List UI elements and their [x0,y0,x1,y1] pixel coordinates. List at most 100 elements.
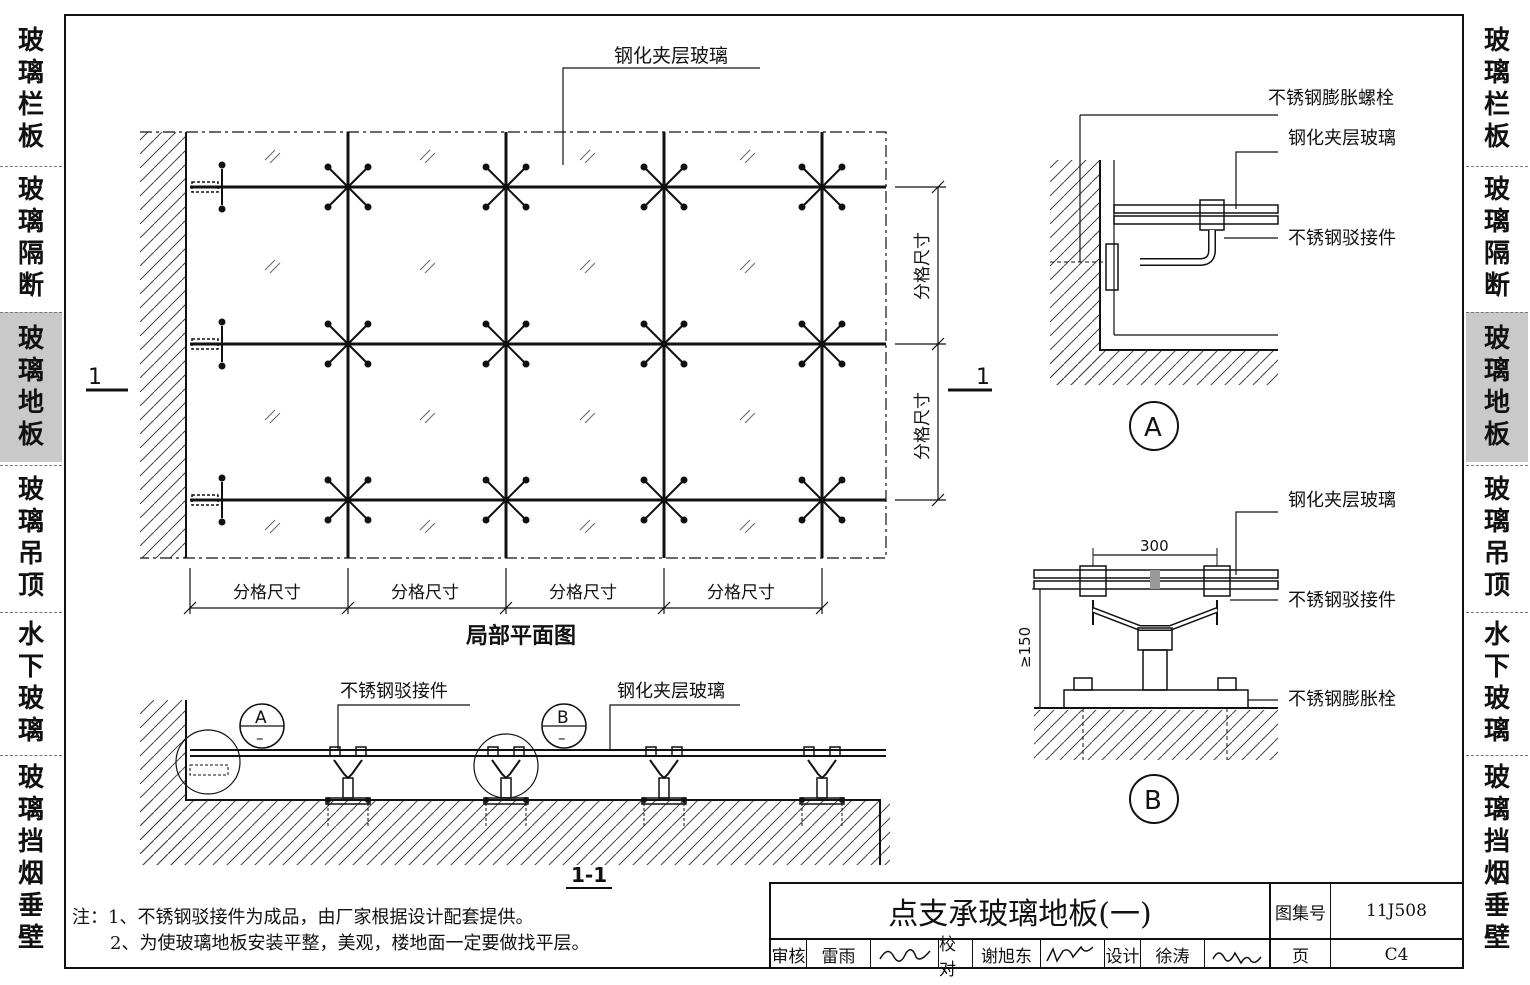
right-tab-1[interactable]: 玻璃隔断 [1466,166,1528,310]
tab-char: 玻 [1483,683,1510,714]
tab-char: 断 [1483,271,1510,301]
design-label: 设计 [1105,940,1141,969]
detail-a-glass-label: 钢化夹层玻璃 [1288,128,1396,149]
right-tab-2[interactable]: 玻璃地板 [1466,312,1528,462]
tab-char: 璃 [17,794,44,825]
page-number: C4 [1384,944,1409,965]
designer-signature [1205,940,1271,969]
left-tab-0[interactable]: 玻璃栏板 [0,14,62,164]
left-tab-3[interactable]: 玻璃吊顶 [0,465,62,610]
tab-char: 壁 [17,922,44,953]
plan-wall-hatch [140,132,186,558]
tab-separator [1466,755,1528,756]
left-tab-5[interactable]: 玻璃挡烟垂壁 [0,755,62,960]
reviewer-signature [871,940,939,969]
tab-char: 璃 [1483,506,1510,537]
tab-char: 玻 [1483,474,1510,505]
tab-separator [0,465,62,466]
drawing-frame [64,14,1464,969]
tab-char: 栏 [17,90,44,120]
tab-char: 玻 [17,324,44,354]
tab-char: 壁 [1483,922,1510,953]
section-fitting-label: 不锈钢驳接件 [340,681,448,702]
plan-dim-h4: 分格尺寸 [707,583,775,603]
title-block: 点支承玻璃地板(一) 图集号 11J508 审核 雷雨 校对 谢旭东 设计 徐涛… [769,882,1464,980]
plan-dim-v1: 分格尺寸 [913,232,933,300]
tab-char: 隔 [1483,239,1510,269]
tab-separator [1466,166,1528,167]
left-tab-4[interactable]: 水下玻璃 [0,612,62,753]
tab-char: 璃 [1483,207,1510,237]
reviewer-name: 雷雨 [807,940,871,969]
section-detail-a-label: A [255,708,267,728]
atlas-number: 11J508 [1331,884,1462,940]
tab-char: 下 [17,651,44,682]
check-label: 校对 [939,935,973,980]
section-mark-left: 1 [88,365,102,390]
tab-char: 下 [1483,651,1510,682]
tab-separator [0,612,62,613]
tab-char: 吊 [17,538,44,569]
tab-char: 板 [1483,420,1510,450]
tab-separator [1466,612,1528,613]
tab-separator [1466,312,1528,313]
notes: 注：1、不锈钢驳接件为成品，由厂家根据设计配套提供。 2、为使玻璃地板安装平整，… [72,905,589,957]
tab-char: 璃 [17,506,44,537]
tab-char: 玻 [17,762,44,793]
right-tab-3[interactable]: 玻璃吊顶 [1466,465,1528,610]
detail-b-dim-300: 300 [1140,537,1169,555]
left-tab-1[interactable]: 玻璃隔断 [0,166,62,310]
plan-glass-label: 钢化夹层玻璃 [614,45,728,67]
tab-char: 垂 [1483,890,1510,921]
tab-char: 玻 [1483,175,1510,205]
detail-b-fitting-label: 不锈钢驳接件 [1288,590,1396,611]
section-mark-right: 1 [976,365,990,390]
tab-char: 璃 [1483,58,1510,88]
right-tab-0[interactable]: 玻璃栏板 [1466,14,1528,164]
tab-char: 玻 [1483,26,1510,56]
detail-a-mark: A [1144,413,1162,443]
plan-dim-h1: 分格尺寸 [233,583,301,603]
drawing-title: 点支承玻璃地板(一) [771,884,1271,940]
detail-b-view: 300 ≥150 钢化夹层玻璃 不锈钢驳接件 不锈钢膨胀栓 B [1016,490,1396,824]
tab-separator [0,166,62,167]
tab-char: 璃 [1483,794,1510,825]
review-label: 审核 [771,940,807,969]
detail-a-fitting-label: 不锈钢驳接件 [1288,228,1396,249]
detail-b-bolt-label: 不锈钢膨胀栓 [1288,689,1396,710]
plan-dim-v2: 分格尺寸 [913,392,933,460]
detail-b-dim-150: ≥150 [1016,627,1034,668]
tab-char: 挡 [17,826,44,857]
tab-separator [0,755,62,756]
tab-char: 顶 [17,570,44,601]
detail-b-glass-label: 钢化夹层玻璃 [1288,490,1396,511]
tab-char: 栏 [1483,90,1510,120]
note-2: 2、为使玻璃地板安装平整，美观，楼地面一定要做找平层。 [110,933,590,954]
plan-title: 局部平面图 [466,623,576,649]
tab-char: 挡 [1483,826,1510,857]
right-tab-5[interactable]: 玻璃挡烟垂壁 [1466,755,1528,960]
section-detail-a-sub: – [256,729,264,747]
tab-char: 璃 [17,356,44,386]
tab-char: 吊 [1483,538,1510,569]
tab-char: 地 [17,388,44,418]
detail-b-mark: B [1144,786,1162,816]
tab-char: 断 [17,271,44,301]
tab-char: 璃 [17,715,44,746]
tab-char: 水 [17,619,44,650]
tab-char: 璃 [1483,356,1510,386]
tab-char: 玻 [17,26,44,56]
checker-name: 谢旭东 [973,940,1041,969]
detail-a-view: 不锈钢膨胀螺栓 钢化夹层玻璃 不锈钢驳接件 A [1050,88,1396,451]
plan-dim-h2: 分格尺寸 [391,583,459,603]
left-tab-2[interactable]: 玻璃地板 [0,312,62,462]
designer-name: 徐涛 [1141,940,1205,969]
tab-char: 烟 [17,858,44,889]
tab-char: 隔 [17,239,44,269]
section-glass-label: 钢化夹层玻璃 [617,681,725,702]
tab-char: 顶 [1483,570,1510,601]
tab-char: 地 [1483,388,1510,418]
right-tab-4[interactable]: 水下玻璃 [1466,612,1528,753]
tab-char: 璃 [17,58,44,88]
tab-char: 璃 [17,207,44,237]
